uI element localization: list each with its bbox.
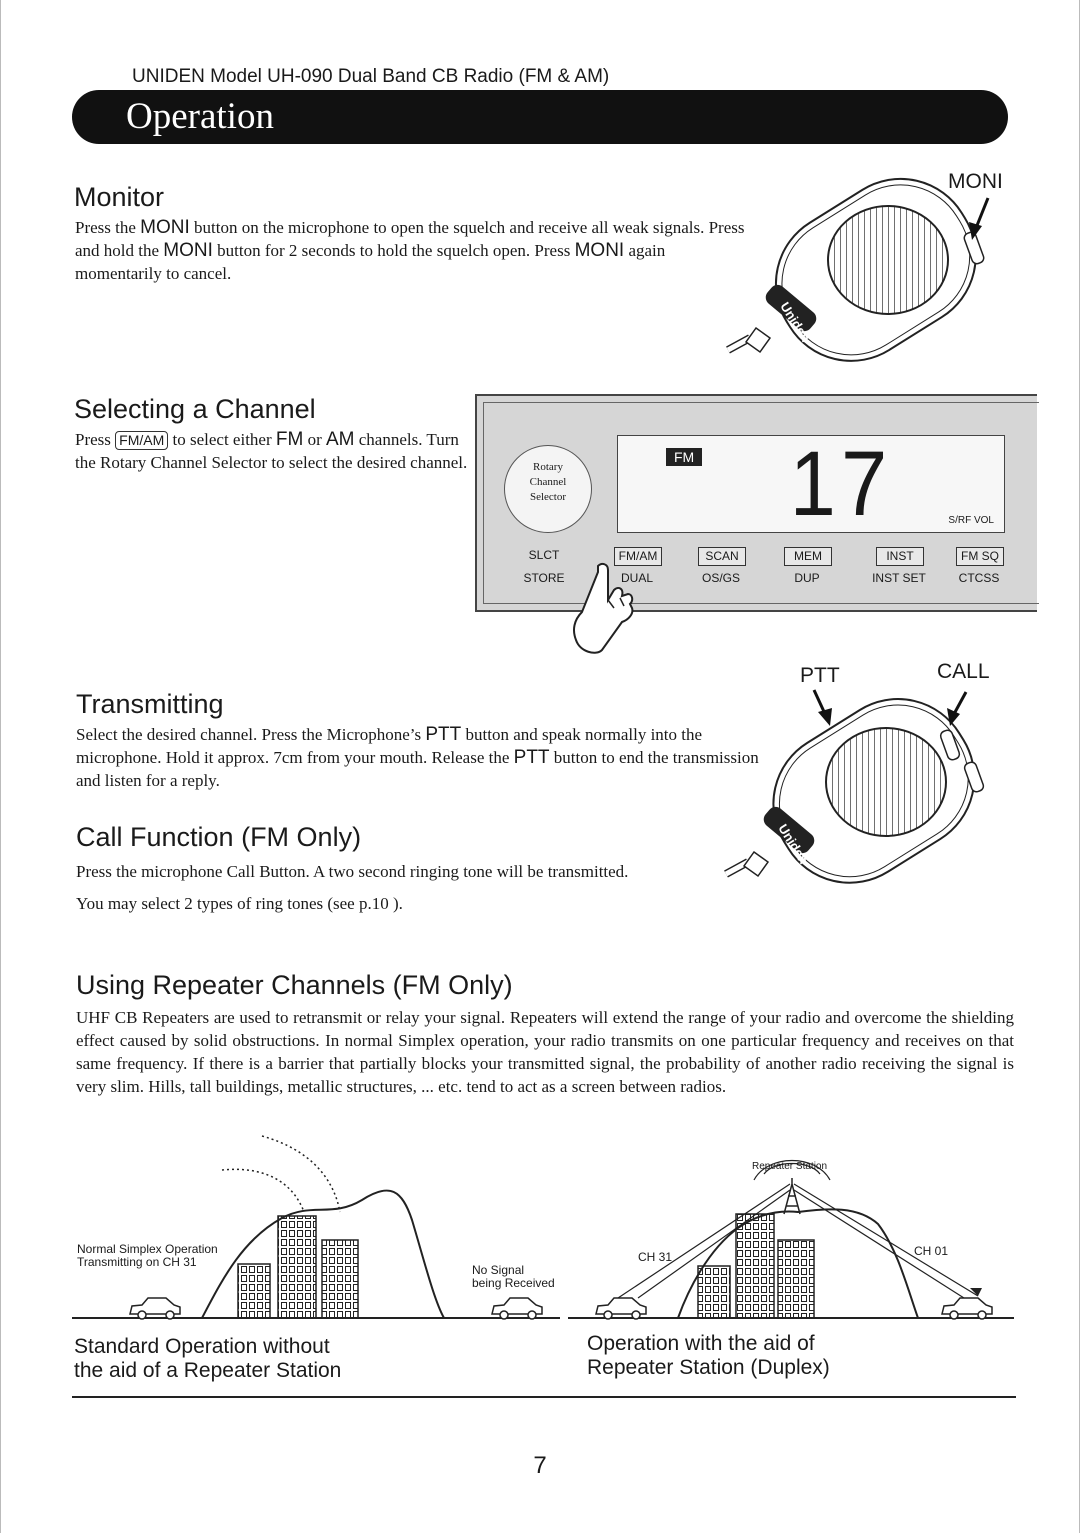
- moni-label: MONI: [948, 170, 1003, 193]
- call-text-line1: Press the microphone Call Button. A two …: [76, 862, 629, 881]
- channel-text-part: or: [303, 430, 326, 449]
- repeater-text: UHF CB Repeaters are used to retransmit …: [76, 1008, 1014, 1096]
- no-signal-line: being Received: [472, 1276, 555, 1290]
- call-text-line2: You may select 2 types of ring tones (se…: [76, 894, 403, 913]
- mem-button[interactable]: MEM: [784, 547, 832, 566]
- simplex-label-line: Transmitting on CH 31: [77, 1255, 197, 1269]
- ch01-label: CH 01: [914, 1244, 949, 1258]
- no-signal-line: No Signal: [472, 1263, 525, 1277]
- os-gs-label: OS/GS: [701, 571, 740, 585]
- simplex-label-line: Normal Simplex Operation: [77, 1242, 218, 1256]
- store-label: STORE: [523, 571, 565, 585]
- monitor-text-part: button on the microphone to open the squ…: [75, 218, 745, 260]
- model-line: UNIDEN Model UH-090 Dual Band CB Radio (…: [132, 66, 610, 87]
- ptt-keyword: PTT: [513, 747, 550, 768]
- rotary-channel-selector[interactable]: Rotary Channel Selector: [504, 445, 592, 533]
- monitor-text-part: again momentarily to cancel.: [75, 241, 666, 283]
- transmitting-text-part: Select the desired channel. Press the Mi…: [76, 725, 426, 744]
- repeater-station-label: Repeater Station: [752, 1161, 828, 1172]
- caption-standard: Standard Operation without the aid of a …: [74, 1335, 341, 1383]
- channel-text-part: channels. Turn the Rotary Channel Select…: [75, 430, 468, 472]
- channel-text-part: to select either: [168, 430, 276, 449]
- radio-front-panel: Rotary Channel Selector FM 17 S/RF VOL S…: [475, 394, 1039, 612]
- microphone-moni-illustration: Uniden: [726, 177, 990, 362]
- dup-label: DUP: [794, 571, 820, 585]
- caption-repeater: Operation with the aid of Repeater Stati…: [587, 1332, 830, 1380]
- transmitting-text: Select the desired channel. Press the Mi…: [76, 723, 776, 792]
- bottom-rule: [72, 1396, 1016, 1398]
- caption-line: Repeater Station (Duplex): [587, 1356, 830, 1379]
- fm-am-key: FM/AM: [115, 431, 169, 450]
- monitor-text-part: button for 2 seconds to hold the squelch…: [212, 241, 575, 260]
- caption-line: the aid of a Repeater Station: [74, 1359, 342, 1382]
- channel-text: Press FM/AM to select either FM or AM ch…: [75, 428, 470, 474]
- lcd-mode-indicator: FM: [666, 448, 703, 466]
- transmitting-text-part: button to end the transmission and liste…: [76, 748, 759, 790]
- page-title: Operation: [126, 96, 274, 137]
- call-title: Call Function (FM Only): [76, 822, 362, 852]
- repeater-title: Using Repeater Channels (FM Only): [76, 970, 513, 1000]
- caption-line: Operation with the aid of: [587, 1332, 815, 1355]
- rotary-label-line: Channel: [529, 476, 567, 488]
- fm-keyword: FM: [275, 429, 304, 450]
- rotary-label-line: Selector: [529, 491, 567, 503]
- rotary-label-line: Rotary: [533, 461, 563, 473]
- lcd-channel-number: 17: [789, 433, 893, 535]
- title-bar: Operation: [72, 90, 1008, 144]
- channel-title: Selecting a Channel: [74, 394, 316, 424]
- ptt-keyword: PTT: [425, 724, 462, 745]
- ctcss-label: CTCSS: [958, 571, 1000, 585]
- moni-keyword: MONI: [140, 217, 190, 238]
- monitor-title: Monitor: [74, 182, 165, 212]
- panel-inner-bezel: Rotary Channel Selector FM 17 S/RF VOL S…: [483, 402, 1039, 604]
- ptt-label: PTT: [800, 664, 840, 687]
- simplex-label: Normal Simplex Operation Transmitting on…: [77, 1243, 218, 1269]
- scan-button[interactable]: SCAN: [698, 547, 746, 566]
- moni-keyword: MONI: [163, 240, 213, 261]
- page-number: 7: [533, 1452, 547, 1479]
- pointing-hand-icon: [573, 562, 634, 654]
- lcd-vol-label: S/RF VOL: [948, 515, 994, 526]
- inst-button[interactable]: INST: [876, 547, 924, 566]
- caption-line: Standard Operation without: [74, 1335, 330, 1358]
- transmitting-title: Transmitting: [76, 689, 224, 719]
- page-border-left: [0, 0, 1, 1533]
- slct-button[interactable]: SLCT: [528, 548, 560, 562]
- monitor-text-part: Press the: [75, 218, 141, 237]
- fm-sq-button[interactable]: FM SQ: [956, 547, 1004, 566]
- no-signal-label: No Signal being Received: [472, 1264, 555, 1290]
- am-keyword: AM: [326, 429, 355, 450]
- call-label: CALL: [937, 660, 990, 683]
- channel-text-part: Press: [75, 430, 116, 449]
- ch31-label: CH 31: [638, 1250, 673, 1264]
- dual-label: DUAL: [620, 571, 653, 585]
- fm-am-button[interactable]: FM/AM: [614, 547, 662, 566]
- monitor-text: Press the MONI button on the microphone …: [75, 216, 745, 285]
- simplex-operation-diagram: [72, 1135, 560, 1320]
- transmitting-text-part: button and speak normally into the micro…: [76, 725, 703, 767]
- lcd-display: FM 17 S/RF VOL: [617, 435, 1005, 533]
- repeater-operation-diagram: [568, 1160, 1014, 1320]
- microphone-ptt-illustration: Uniden: [724, 689, 985, 884]
- inst-set-label: INST SET: [872, 571, 926, 585]
- moni-keyword: MONI: [574, 240, 625, 261]
